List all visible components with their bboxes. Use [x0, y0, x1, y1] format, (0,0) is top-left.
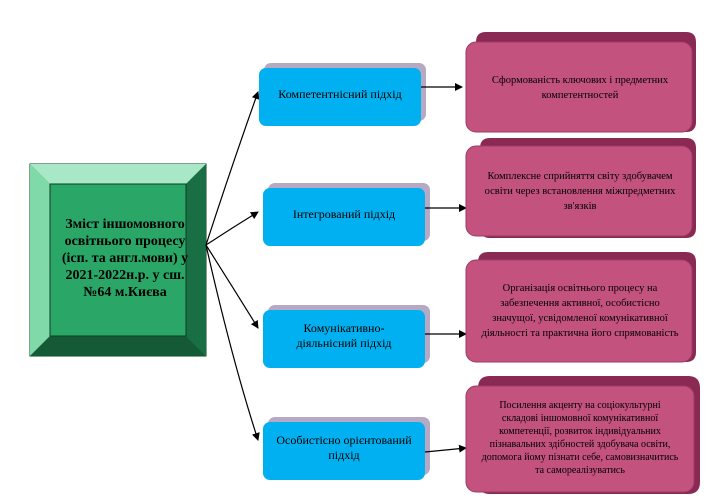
approach-box-2 — [263, 183, 430, 246]
description-text-4: Посилення акценту на соціокультурні скла… — [481, 400, 679, 476]
center-box — [29, 163, 207, 357]
approach-box-1 — [259, 63, 426, 126]
arrows-center-to-approaches — [205, 91, 260, 441]
arrow-to-approach-2 — [205, 211, 259, 246]
approach-label-1: Компетентнісний підхід — [278, 86, 402, 101]
approach-label-2: Інтегрований підхід — [292, 206, 396, 221]
center-title: Зміст іншомовного освітнього процесу (іс… — [61, 216, 189, 300]
description-text-2: Комплексне сприйняття світу здобувачем о… — [484, 170, 676, 212]
approach-box-4 — [263, 417, 430, 480]
description-text-1: Сформованість ключових і предметних комп… — [491, 75, 669, 101]
description-box-3 — [465, 252, 696, 363]
arrow-to-approach-4 — [205, 244, 260, 441]
description-text-3: Організація освітнього процесу на забезп… — [481, 283, 679, 339]
arrow-to-approach-1 — [205, 91, 260, 246]
arrow-to-description-4 — [424, 444, 467, 453]
arrow-to-approach-3 — [205, 244, 259, 329]
description-box-2 — [465, 138, 696, 238]
approach-label-4: Особистісно орієнтований підхід — [276, 433, 412, 462]
approach-box-3 — [263, 305, 430, 368]
description-box-1 — [465, 32, 696, 133]
arrows-approach-to-description — [421, 83, 467, 453]
description-box-4 — [465, 376, 700, 494]
approach-label-3: Комунікативно-діяльнісний підхід — [296, 321, 392, 350]
